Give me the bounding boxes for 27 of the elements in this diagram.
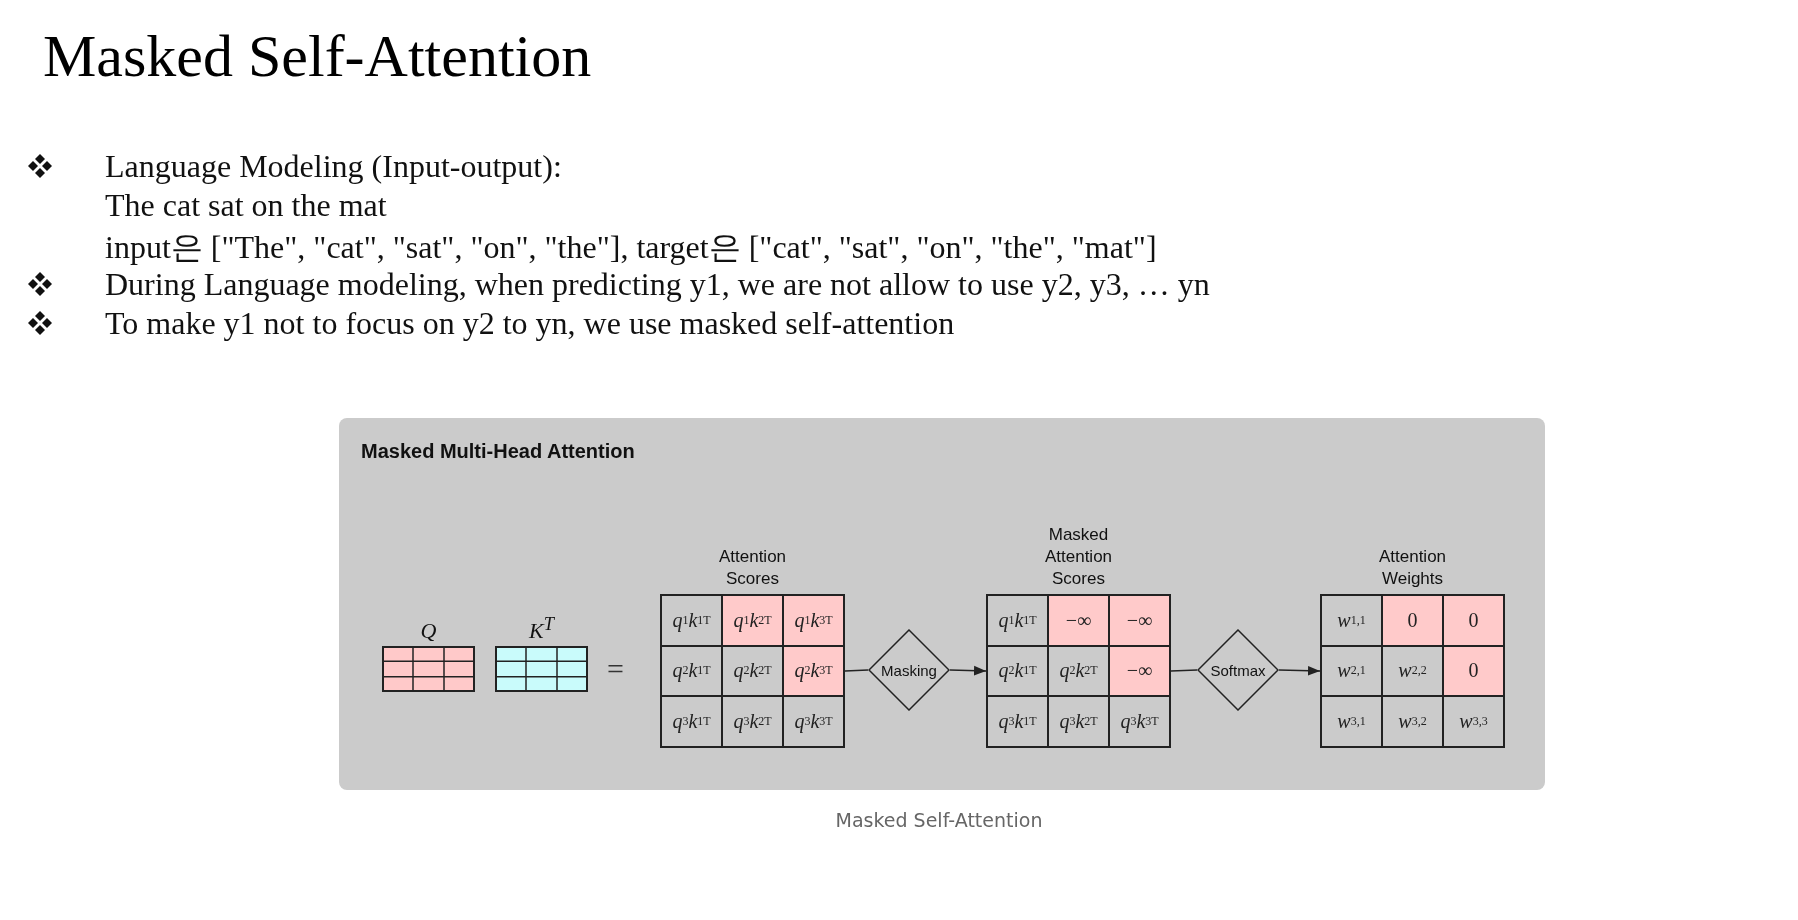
matrix-cell: −∞	[1048, 595, 1109, 646]
matrix-cell: −∞	[1109, 595, 1170, 646]
diagram-panel	[339, 418, 1545, 790]
matrix-label: K$^{T}$	[528, 612, 556, 642]
matrix-heading: Attention Scores	[717, 546, 788, 590]
matrix-cell: 0	[1443, 595, 1504, 646]
figure-caption: Masked Self-Attention	[834, 809, 1044, 831]
bullet-text: Language Modeling (Input-output):	[105, 148, 562, 185]
bullet-text: During Language modeling, when predicting y1, we are not allow to use y2, y3, … yn	[105, 266, 1210, 303]
matrix-label: Q	[419, 620, 438, 642]
connector-line	[1170, 669, 1198, 672]
slide-title: Masked Self-Attention	[43, 22, 592, 91]
matrix-cell: 0	[1443, 645, 1504, 697]
bullet-text: input은 ["The", "cat", "sat", "on", "the"], target은 ["cat", "sat", "on", "the", "mat"]	[105, 228, 1157, 267]
connector-line	[844, 669, 869, 672]
equals-sign: =	[607, 654, 624, 684]
bullet-text: The cat sat on the mat	[105, 187, 387, 224]
diamond-label: Masking	[881, 661, 937, 679]
arrow	[1278, 665, 1321, 676]
panel-title: Masked Multi-Head Attention	[361, 440, 635, 463]
matrix-cell: 0	[1382, 595, 1443, 646]
matrix-heading: Masked Attention Scores	[1043, 524, 1114, 590]
matrix-heading: Attention Weights	[1377, 546, 1448, 590]
diamond-label: Softmax	[1210, 661, 1266, 679]
matrix-cell: −∞	[1109, 645, 1170, 697]
bullet-text: To make y1 not to focus on y2 to yn, we use masked self-attention	[105, 305, 955, 342]
arrow	[949, 665, 987, 676]
